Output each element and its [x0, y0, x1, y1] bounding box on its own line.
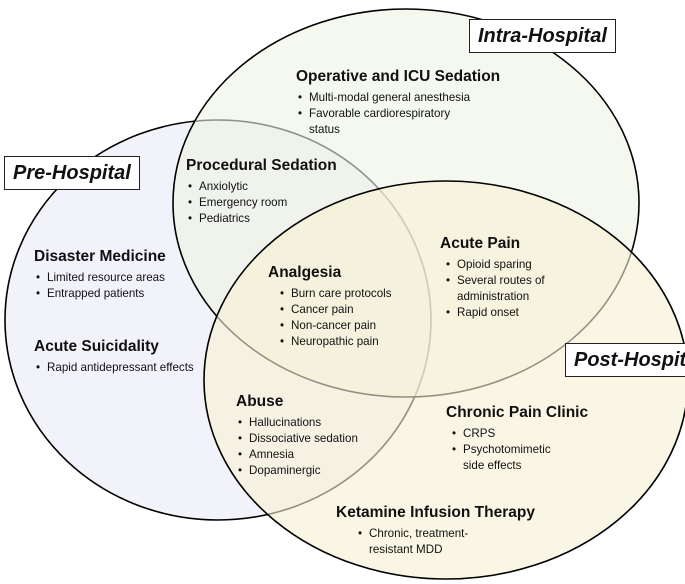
region-ketamine-infusion-therapy: Ketamine Infusion Therapy Chronic, treat…: [336, 504, 556, 558]
circle-post-hospital: [203, 180, 685, 580]
region-title: Procedural Sedation: [186, 157, 337, 174]
region-item: Chronic, treatment-resistant MDD: [356, 526, 486, 558]
label-intra-hospital: Intra-Hospital: [469, 19, 616, 53]
region-title: Ketamine Infusion Therapy: [336, 504, 535, 521]
region-item: Emergency room: [186, 195, 376, 211]
region-item: Multi-modal general anesthesia: [296, 90, 536, 106]
region-acute-suicidality: Acute Suicidality Rapid antidepressant e…: [34, 338, 219, 376]
region-abuse: Abuse Hallucinations Dissociative sedati…: [236, 393, 396, 479]
region-acute-pain: Acute Pain Opioid sparing Several routes…: [440, 235, 550, 321]
region-item: Rapid antidepressant effects: [34, 360, 219, 376]
region-item: Limited resource areas: [34, 270, 204, 286]
region-item: Neuropathic pain: [278, 334, 408, 350]
label-post-hospital: Post-Hospital: [565, 343, 685, 377]
region-chronic-pain-clinic: Chronic Pain Clinic CRPS Psychotomimetic…: [446, 404, 616, 474]
region-title: Acute Pain: [440, 235, 521, 252]
region-analgesia: Analgesia Burn care protocols Cancer pai…: [268, 264, 408, 350]
region-item: Hallucinations: [236, 415, 396, 431]
region-item: Dissociative sedation: [236, 431, 396, 447]
region-disaster-medicine: Disaster Medicine Limited resource areas…: [34, 248, 204, 302]
region-item: Cancer pain: [278, 302, 408, 318]
region-item: Opioid sparing: [444, 257, 550, 273]
region-title: Chronic Pain Clinic: [446, 404, 589, 421]
region-item: Anxiolytic: [186, 179, 376, 195]
region-title: Acute Suicidality: [34, 338, 159, 355]
region-title: Analgesia: [268, 264, 342, 281]
region-item: Entrapped patients: [34, 286, 204, 302]
region-operative-icu-sedation: Operative and ICU Sedation Multi-modal g…: [296, 68, 536, 138]
region-item: Psychotomimetic side effects: [450, 442, 570, 474]
region-item: Non-cancer pain: [278, 318, 408, 334]
region-item: Several routes of administration: [444, 273, 550, 305]
region-item: CRPS: [450, 426, 570, 442]
label-pre-hospital: Pre-Hospital: [4, 156, 140, 190]
region-title: Disaster Medicine: [34, 248, 166, 265]
region-title: Operative and ICU Sedation: [296, 68, 501, 85]
region-procedural-sedation: Procedural Sedation Anxiolytic Emergency…: [186, 157, 376, 227]
region-item: Dopaminergic: [236, 463, 396, 479]
region-item: Favorable cardiorespiratory status: [296, 106, 474, 138]
region-item: Burn care protocols: [278, 286, 408, 302]
region-item: Amnesia: [236, 447, 396, 463]
region-item: Pediatrics: [186, 211, 376, 227]
region-item: Rapid onset: [444, 305, 550, 321]
region-title: Abuse: [236, 393, 284, 410]
